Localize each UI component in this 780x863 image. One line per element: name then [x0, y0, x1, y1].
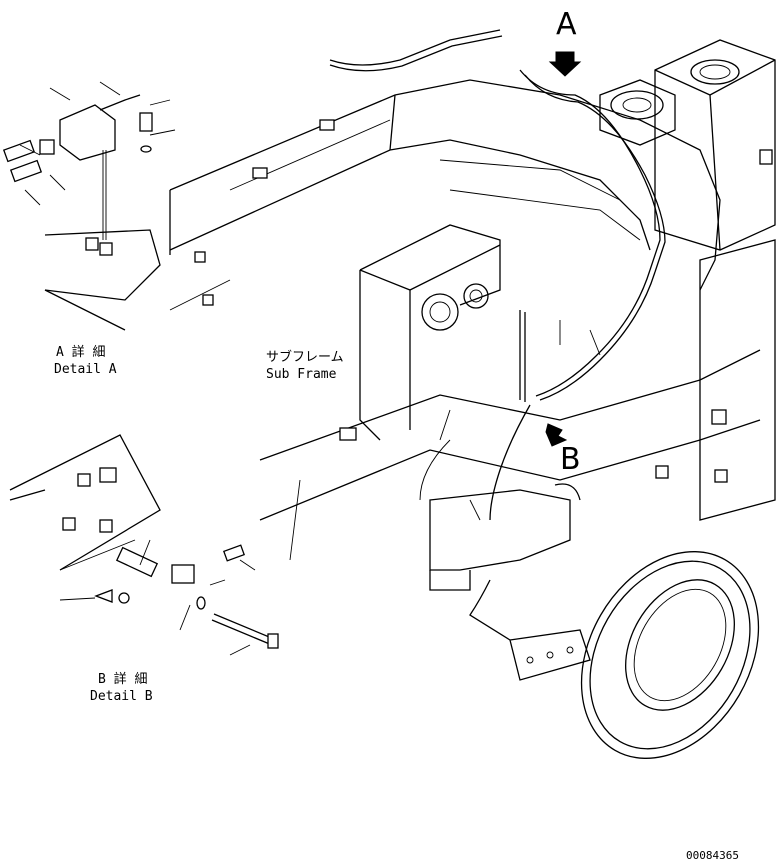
detail-b-title-en: Detail B: [90, 689, 153, 704]
sub-frame: [259, 224, 776, 591]
sub-frame-label-jp: サブフレーム: [266, 350, 344, 365]
arrow-b-marker: [545, 423, 568, 447]
drawing-number: 00084365: [686, 849, 739, 862]
leader-lines: [19, 81, 601, 656]
detail-b-title-jp: B 詳 細: [98, 672, 148, 687]
hose-routing: [329, 29, 666, 641]
arrow-a-marker: [548, 51, 582, 77]
sub-frame-label-en: Sub Frame: [266, 367, 337, 382]
detail-a-title-en: Detail A: [54, 362, 117, 377]
drive-disc: [509, 551, 760, 759]
detail-a-inset: [2, 94, 161, 331]
detail-b-inset: [9, 434, 279, 649]
detail-a-title-jp: A 詳 細: [56, 345, 106, 360]
callout-a-label: A: [556, 7, 577, 42]
callout-b-label: B: [560, 442, 581, 477]
main-frame-rear: [169, 39, 776, 311]
